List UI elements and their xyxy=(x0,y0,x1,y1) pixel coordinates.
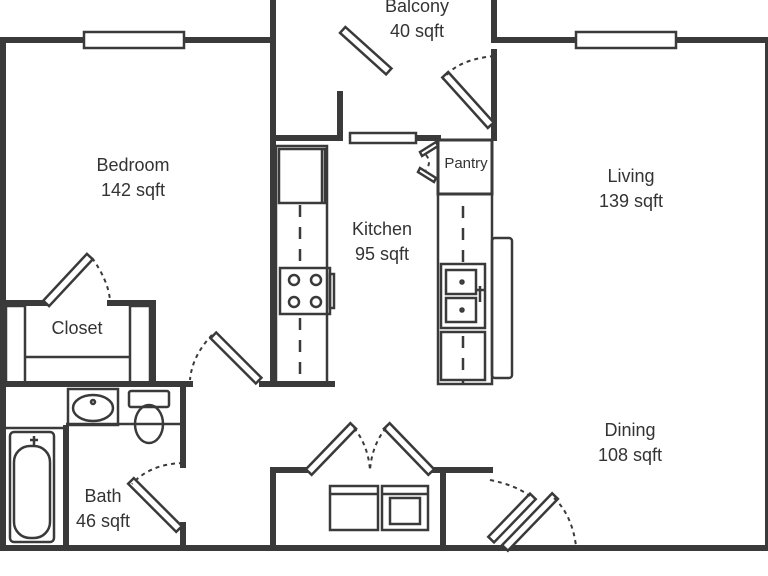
room-label-dining: Dining 108 sqft xyxy=(598,418,662,468)
toilet-tank xyxy=(127,389,171,409)
room-label-bath: Bath 46 sqft xyxy=(76,484,130,534)
stove xyxy=(278,266,332,316)
bath-sink xyxy=(66,387,120,427)
room-label-balcony: Balcony 40 sqft xyxy=(385,0,449,44)
window-bedroom xyxy=(82,30,186,50)
room-area-dining: 108 sqft xyxy=(597,445,663,465)
door-entry-left xyxy=(486,491,538,545)
door-laundry-right xyxy=(382,421,436,477)
bath-fixtures xyxy=(8,387,171,544)
room-name-kitchen: Kitchen xyxy=(351,219,413,239)
room-name-bedroom: Bedroom xyxy=(96,155,170,175)
room-area-living: 139 sqft xyxy=(598,191,664,211)
room-name-closet: Closet xyxy=(51,318,103,338)
refrigerator xyxy=(277,147,327,205)
door-bath xyxy=(126,476,184,534)
room-name-balcony: Balcony xyxy=(384,0,450,16)
door-balcony-right xyxy=(440,70,496,130)
window-kitchen xyxy=(348,131,418,145)
room-label-pantry: Pantry xyxy=(444,151,487,176)
doors xyxy=(41,25,577,553)
dryer xyxy=(380,484,430,532)
room-label-closet: Closet xyxy=(51,316,102,341)
room-label-bedroom: Bedroom 142 sqft xyxy=(96,153,169,203)
washer xyxy=(328,484,380,532)
interior-walls xyxy=(3,37,497,551)
room-area-bedroom: 142 sqft xyxy=(100,180,166,200)
room-name-pantry: Pantry xyxy=(444,155,488,172)
room-area-kitchen: 95 sqft xyxy=(354,244,410,264)
room-area-bath: 46 sqft xyxy=(75,511,131,531)
bathtub xyxy=(8,430,56,544)
door-laundry-left xyxy=(304,421,358,477)
door-balcony-left xyxy=(338,25,394,77)
door-hall xyxy=(208,330,264,386)
room-name-dining: Dining xyxy=(604,420,656,440)
windows xyxy=(82,30,678,145)
room-label-living: Living 139 sqft xyxy=(599,164,663,214)
room-name-bath: Bath xyxy=(84,486,122,506)
toilet-bowl xyxy=(133,403,165,445)
room-name-living: Living xyxy=(607,166,655,186)
kitchen-bar xyxy=(490,236,514,380)
window-living xyxy=(574,30,678,50)
door-bedroom xyxy=(41,252,95,308)
kitchen-counters xyxy=(274,144,514,386)
room-label-kitchen: Kitchen 95 sqft xyxy=(352,217,412,267)
kitchen-sink xyxy=(439,262,487,330)
room-area-balcony: 40 sqft xyxy=(389,21,445,41)
door-entry-right xyxy=(500,491,560,553)
laundry-appliances xyxy=(328,484,430,532)
